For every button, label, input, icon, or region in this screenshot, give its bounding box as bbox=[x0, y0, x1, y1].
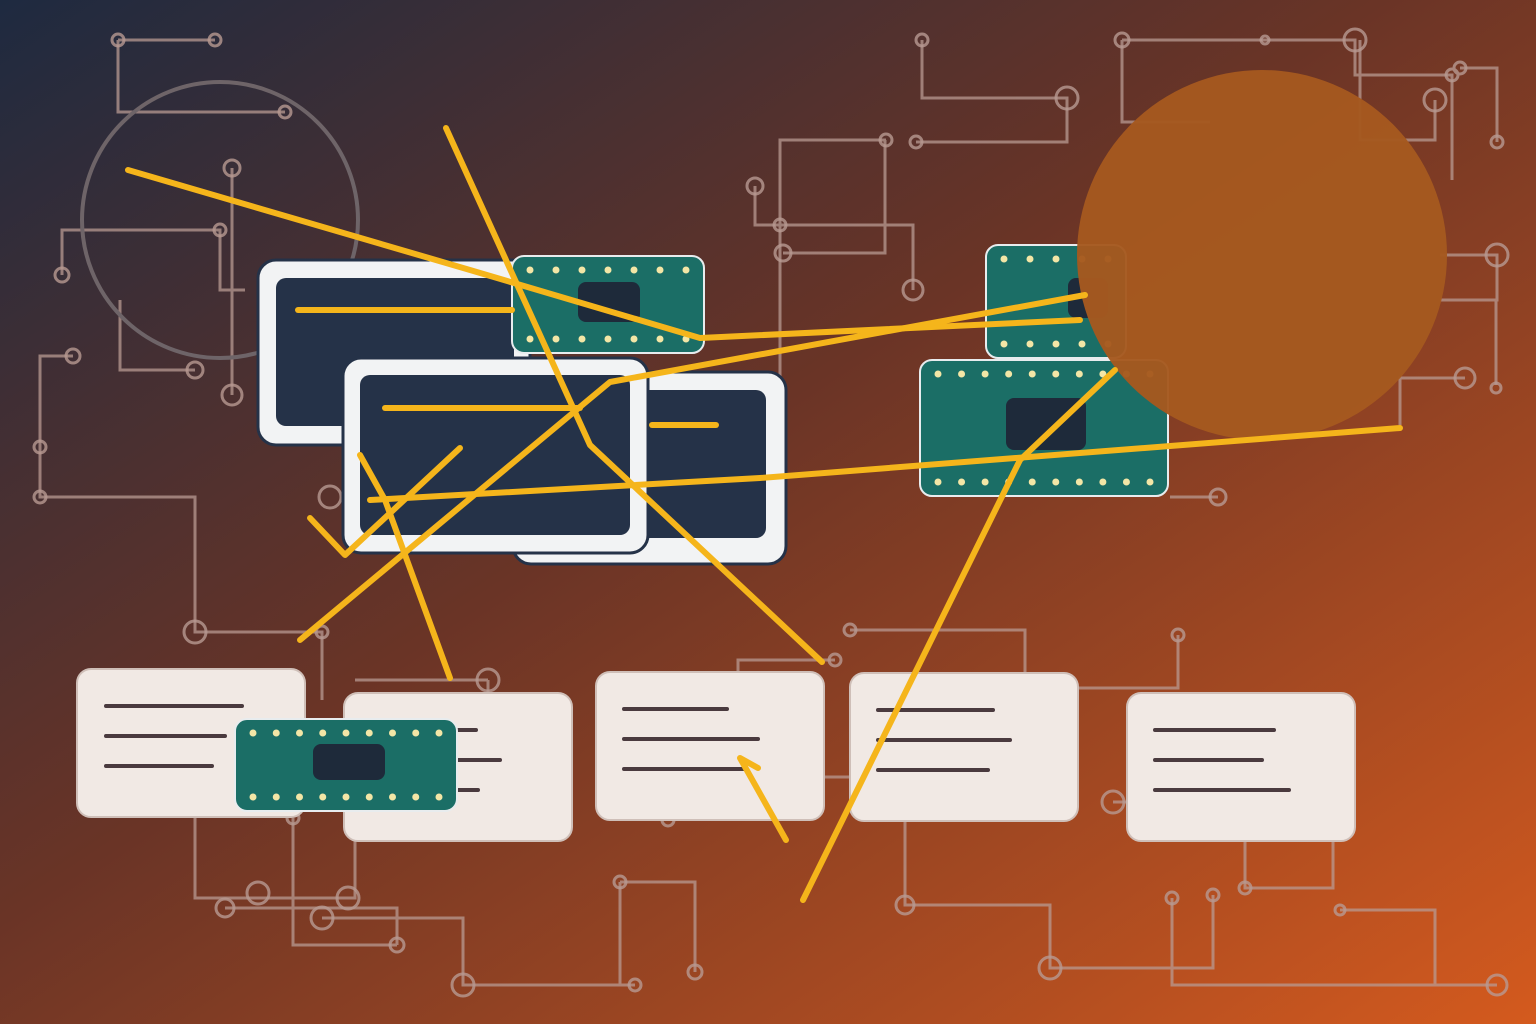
trace-node bbox=[110, 32, 126, 48]
trace-node bbox=[212, 222, 228, 238]
trace-node bbox=[222, 158, 242, 178]
trace-node bbox=[1484, 242, 1510, 268]
trace-node bbox=[1489, 134, 1505, 150]
trace-node bbox=[220, 383, 244, 407]
trace-node bbox=[335, 885, 361, 911]
card-icon bbox=[1126, 692, 1356, 842]
trace-node bbox=[827, 652, 843, 668]
trace-node bbox=[245, 880, 271, 906]
trace-node bbox=[1485, 973, 1509, 997]
trace-node bbox=[450, 972, 476, 998]
trace-node bbox=[1452, 60, 1468, 76]
trace-node bbox=[627, 977, 643, 993]
trace-node bbox=[1422, 87, 1448, 113]
trace-node bbox=[1205, 887, 1221, 903]
trace-node bbox=[914, 32, 930, 48]
card-icon bbox=[595, 671, 825, 821]
trace-node bbox=[612, 874, 628, 890]
trace-node bbox=[1054, 85, 1080, 111]
chip-icon bbox=[511, 255, 705, 354]
trace-node bbox=[182, 619, 208, 645]
trace-node bbox=[314, 624, 330, 640]
trace-node bbox=[32, 489, 48, 505]
ring-icon bbox=[80, 80, 360, 360]
trace-node bbox=[309, 905, 335, 931]
trace-node bbox=[1208, 487, 1228, 507]
trace-node bbox=[475, 667, 501, 693]
trace-node bbox=[1113, 31, 1131, 49]
trace-node bbox=[1237, 880, 1253, 896]
trace-node bbox=[1037, 955, 1063, 981]
card-icon bbox=[849, 672, 1079, 822]
trace-node bbox=[745, 176, 765, 196]
trace-node bbox=[1164, 890, 1180, 906]
trace-node bbox=[772, 217, 788, 233]
sun-disc-icon bbox=[1077, 70, 1447, 440]
connector-line-icon bbox=[125, 125, 1403, 903]
trace-node bbox=[214, 897, 236, 919]
trace-node bbox=[842, 622, 858, 638]
trace-node bbox=[1259, 34, 1271, 46]
trace-node bbox=[686, 963, 704, 981]
trace-node bbox=[1100, 789, 1126, 815]
trace-node bbox=[1342, 27, 1368, 53]
trace-node bbox=[64, 347, 82, 365]
trace-node bbox=[32, 439, 48, 455]
trace-node bbox=[894, 894, 916, 916]
trace-node bbox=[185, 360, 205, 380]
trace-node bbox=[1333, 903, 1347, 917]
trace-node bbox=[878, 132, 894, 148]
trace-node bbox=[773, 243, 793, 263]
trace-node bbox=[388, 936, 406, 954]
chip-icon bbox=[234, 718, 458, 812]
trace-node-group bbox=[32, 27, 1510, 998]
trace-node bbox=[908, 134, 924, 150]
trace-node bbox=[901, 278, 925, 302]
trace-node bbox=[1489, 381, 1503, 395]
trace-node bbox=[277, 104, 293, 120]
trace-node bbox=[53, 266, 71, 284]
trace-node bbox=[1170, 627, 1186, 643]
trace-node bbox=[317, 484, 343, 510]
trace-node bbox=[207, 32, 223, 48]
trace-node bbox=[1453, 366, 1477, 390]
